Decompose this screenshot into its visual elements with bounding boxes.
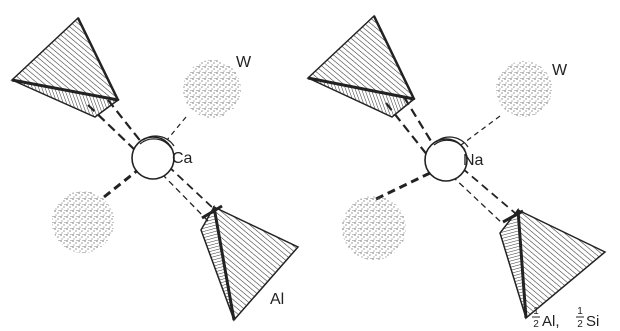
tetrahedron-label: Al [270,291,284,308]
fraction-numerator: 1 [533,306,539,317]
right-bonds [375,96,516,225]
bond-line [385,102,429,157]
water-sphere-icon [496,61,552,117]
tetrahedron-label: 1 2 Al, 1 2 Si [532,306,599,330]
tetrahedron-icon [306,14,416,118]
bond-line [166,116,187,141]
fraction-denominator: 2 [533,319,539,330]
bond-line [161,173,209,222]
cation-label: Ca [172,150,193,167]
water-sphere-icon [52,191,114,253]
left-bonds [87,99,215,222]
fraction-denominator: 2 [577,319,583,330]
right-panel: Na W 1 2 Al, 1 2 Si [306,14,607,330]
water-sphere-icon [183,60,241,118]
element-al: Al, [542,313,560,330]
cation-ring-icon [131,135,175,180]
bond-line [107,99,143,144]
bond-line [87,104,138,153]
element-si: Si [586,313,599,330]
cation-ring-icon [424,136,469,182]
tetrahedron-icon [499,208,607,320]
water-label: W [236,54,252,71]
cation-label: Na [463,152,484,169]
bond-line [460,115,501,146]
bond-line [167,165,215,210]
tetrahedron-icon [10,16,120,118]
bond-line [403,96,435,147]
bond-line [461,167,516,214]
water-label: W [552,62,568,79]
bond-line [451,175,504,225]
bond-line [375,171,431,201]
water-sphere-icon [342,196,406,260]
tetrahedron-icon [200,204,300,322]
fraction-numerator: 1 [577,306,583,317]
bond-line [103,168,139,199]
left-panel: Ca W Al [10,16,300,322]
